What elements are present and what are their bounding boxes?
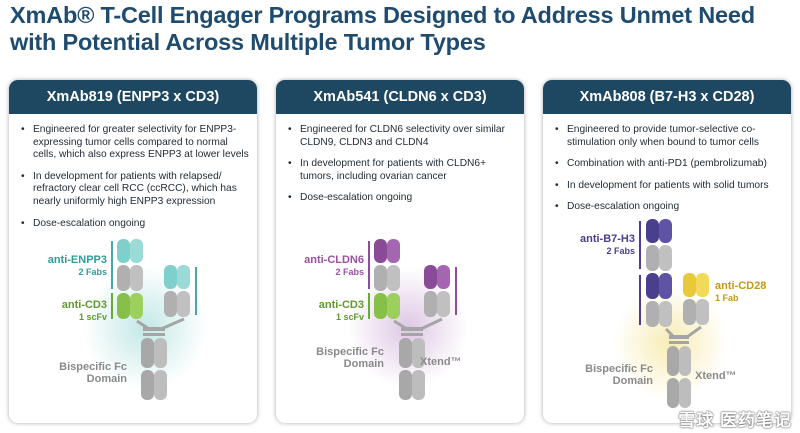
fc-domain: [154, 370, 167, 400]
fc-domain: [141, 370, 154, 400]
fc-domain: [399, 370, 412, 400]
fab-domain: [683, 273, 696, 297]
fab-domain: [177, 291, 190, 317]
fab-domain: [374, 239, 387, 263]
card-xmab819: XmAb819 (ENPP3 x CD3) Engineered for gre…: [9, 80, 257, 423]
fab-domain: [374, 265, 387, 291]
fab-domain: [437, 291, 450, 317]
bullet-item: In development for patients with solid t…: [555, 180, 783, 193]
label-fc-domain: Bispecific Fc Domain: [59, 361, 127, 385]
fab-domain: [117, 239, 130, 263]
bullet-list: Engineered for greater selectivity for E…: [21, 124, 249, 230]
scfv-domain: [130, 293, 143, 319]
card-xmab808: XmAb808 (B7-H3 x CD28) Engineered to pro…: [543, 80, 791, 423]
label-xtend: Xtend™: [695, 370, 737, 382]
scfv-domain: [387, 293, 400, 319]
label-anti-enpp3: anti-ENPP3 2 Fabs: [47, 254, 107, 277]
fc-domain: [679, 378, 691, 408]
fab-domain: [437, 265, 450, 289]
card-xmab541: XmAb541 (CLDN6 x CD3) Engineered for CLD…: [276, 80, 524, 423]
fab-domain: [659, 301, 672, 327]
fab-domain: [696, 299, 709, 325]
fab-domain: [130, 239, 143, 263]
fab-domain: [646, 245, 659, 271]
bullet-list: Engineered for CLDN6 selectivity over si…: [288, 124, 516, 205]
fab-domain: [659, 245, 672, 271]
fab-domain: [683, 299, 696, 325]
fc-domain: [154, 338, 167, 368]
bullet-item: Engineered for CLDN6 selectivity over si…: [288, 124, 516, 149]
fc-domain: [412, 338, 425, 368]
bullet-list: Engineered to provide tumor-selective co…: [555, 124, 783, 214]
bullet-item: Combination with anti-PD1 (pembrolizumab…: [555, 158, 783, 171]
bullet-item: Engineered to provide tumor-selective co…: [555, 124, 783, 149]
fab-domain: [424, 291, 437, 317]
fab-domain: [117, 265, 130, 291]
fab-domain: [164, 291, 177, 317]
bullet-item: Dose-escalation ongoing: [21, 218, 249, 231]
card-header: XmAb819 (ENPP3 x CD3): [9, 80, 257, 114]
antibody-diagram: [613, 219, 729, 408]
antibody-diagram: [83, 239, 207, 400]
antibody-diagram: [348, 239, 468, 400]
bullet-item: In development for patients with CLDN6+ …: [288, 158, 516, 183]
fc-domain: [667, 378, 679, 408]
label-fc-domain: Bispecific Fc Domain: [316, 346, 384, 370]
label-fc-domain: Bispecific Fc Domain: [585, 363, 653, 387]
fc-domain: [141, 338, 154, 368]
fab-domain: [387, 239, 400, 263]
scfv-domain: [374, 293, 387, 319]
card-header: XmAb808 (B7-H3 x CD28): [543, 80, 791, 114]
bullet-item: Engineered for greater selectivity for E…: [21, 124, 249, 162]
label-xtend: Xtend™: [420, 356, 462, 368]
fab-domain: [646, 219, 659, 243]
label-anti-cd3: anti-CD3 1 scFv: [61, 299, 107, 322]
fc-domain: [679, 346, 691, 376]
watermark: 雪球 医药笔记: [678, 411, 792, 430]
fab-domain: [130, 265, 143, 291]
label-anti-cldn6: anti-CLDN6 2 Fabs: [304, 254, 364, 277]
fab-domain: [646, 273, 659, 299]
fab-domain: [646, 301, 659, 327]
fab-domain: [387, 265, 400, 291]
fab-domain: [164, 265, 177, 289]
fab-domain: [177, 265, 190, 289]
label-anti-cd3: anti-CD3 1 scFv: [318, 299, 364, 322]
scfv-domain: [117, 293, 130, 319]
label-anti-b7-h3: anti-B7-H3 2 Fabs: [579, 233, 635, 256]
bullet-item: Dose-escalation ongoing: [555, 201, 783, 214]
fc-domain: [412, 370, 425, 400]
fc-domain: [399, 338, 412, 368]
fab-domain: [659, 219, 672, 243]
page-title: XmAb® T-Cell Engager Programs Designed t…: [10, 2, 755, 55]
fab-domain: [424, 265, 437, 289]
card-header: XmAb541 (CLDN6 x CD3): [276, 80, 524, 114]
fc-domain: [667, 346, 679, 376]
fab-domain: [659, 273, 672, 299]
bullet-item: In development for patients with relapse…: [21, 171, 249, 209]
label-anti-cd28: anti-CD28 1 Fab: [715, 280, 767, 303]
bullet-item: Dose-escalation ongoing: [288, 192, 516, 205]
fab-domain: [696, 273, 709, 297]
